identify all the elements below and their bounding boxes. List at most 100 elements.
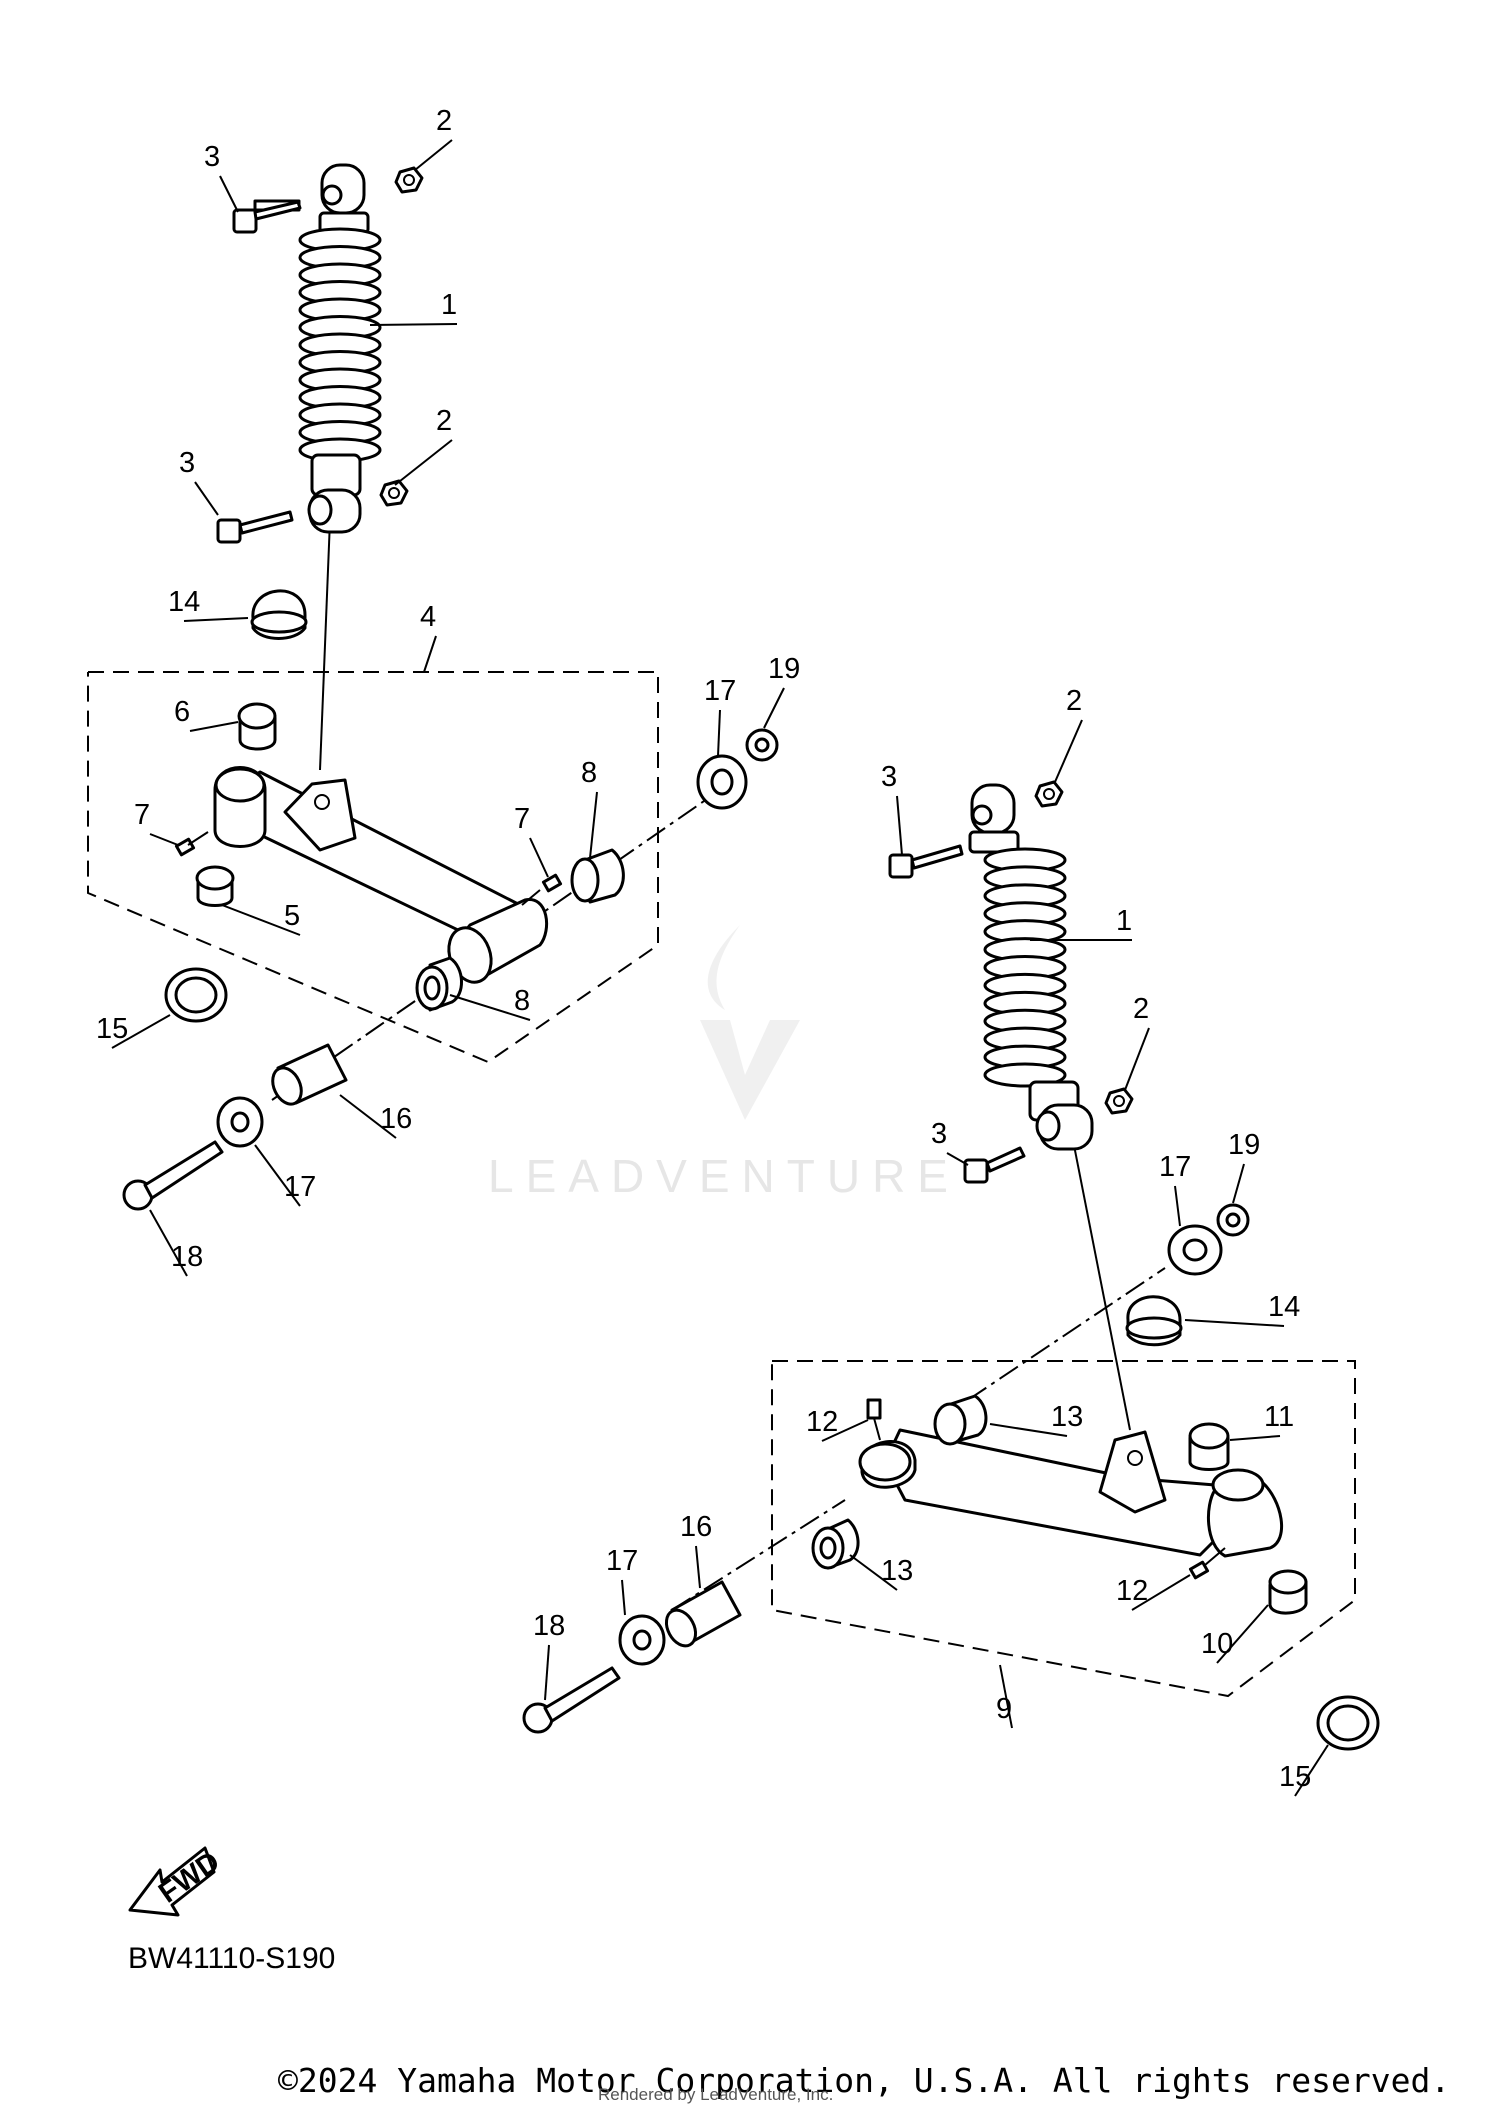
callout-left-3: 3 [179, 447, 195, 479]
bushing-10-right [1268, 1569, 1308, 1615]
leader-line [369, 323, 458, 326]
leader-line [1294, 1744, 1329, 1797]
leader-line [194, 481, 219, 516]
leader-line [394, 439, 453, 486]
callout-right-16: 16 [680, 1511, 712, 1543]
leader-line [717, 709, 721, 757]
leader-line [529, 837, 549, 878]
callout-right-9: 9 [996, 1693, 1012, 1725]
callout-right-2: 2 [1133, 993, 1149, 1025]
bolt-18-left [122, 1140, 224, 1211]
callout-right-12: 12 [806, 1406, 838, 1438]
leader-line [149, 1209, 188, 1277]
callout-right-14: 14 [1268, 1291, 1300, 1323]
callout-left-7: 7 [514, 803, 530, 835]
leader-line [999, 1664, 1013, 1729]
callout-right-2: 2 [1066, 685, 1082, 717]
callout-left-7: 7 [134, 799, 150, 831]
washer-17-upper-left [696, 754, 748, 810]
callout-left-3: 3 [204, 141, 220, 173]
callout-right-10: 10 [1201, 1628, 1233, 1660]
shock-absorber-right [968, 783, 1094, 1151]
collar-16-left [271, 1043, 348, 1106]
bushing-11-right [1188, 1422, 1230, 1471]
callout-right-15: 15 [1279, 1761, 1311, 1793]
leadventure-watermark-logo [700, 925, 800, 1120]
callout-left-16: 16 [380, 1103, 412, 1135]
grease-fitting-7b-left [521, 873, 563, 906]
callout-right-13: 13 [881, 1555, 913, 1587]
callout-left-5: 5 [284, 900, 300, 932]
leader-line [149, 833, 179, 846]
leader-line [695, 1545, 701, 1589]
callout-left-2: 2 [436, 105, 452, 137]
leader-line [1054, 719, 1083, 783]
callout-left-17: 17 [704, 675, 736, 707]
leader-line [989, 1423, 1068, 1437]
leader-line [219, 175, 239, 213]
fwd-arrow-icon: FWD [128, 1846, 226, 1917]
leader-line [221, 904, 301, 936]
washer-17-lower-right [618, 1614, 666, 1666]
bushing-5-left [195, 865, 235, 907]
bolt-3-lower-right [963, 1146, 1026, 1184]
leader-line [189, 721, 239, 732]
diagram-code: BW41110-S190 [128, 1942, 335, 1975]
callout-right-1: 1 [1116, 905, 1132, 937]
leader-line [849, 1554, 898, 1591]
callout-right-17: 17 [606, 1545, 638, 1577]
nut-19-right [1216, 1203, 1250, 1237]
copyright-notice: ©2024 Yamaha Motor Corporation, U.S.A. A… [278, 2061, 1450, 2100]
collar-16-right [664, 1580, 742, 1648]
leader-line [896, 795, 903, 856]
bolt-3-lower-left [216, 510, 294, 544]
leader-line [821, 1419, 869, 1442]
washer-17-upper-right [1167, 1224, 1223, 1276]
leader-line [449, 994, 531, 1021]
callout-right-18: 18 [533, 1610, 565, 1642]
bushing-13-upper-right [933, 1394, 988, 1446]
leader-line [544, 1644, 550, 1701]
nut-2-lower-left [379, 479, 409, 507]
callout-left-15: 15 [96, 1013, 128, 1045]
leader-line [414, 139, 453, 171]
rendered-by-note: Rendered by LeadVenture, Inc. [598, 2085, 833, 2104]
grease-fitting-7a-left [174, 831, 209, 857]
leader-line [1184, 1319, 1285, 1327]
callout-right-19: 19 [1228, 1129, 1260, 1161]
leader-line [183, 617, 249, 622]
bushing-6-left [237, 702, 277, 751]
nut-2-lower-right [1104, 1087, 1134, 1115]
callout-right-17: 17 [1159, 1151, 1191, 1183]
right-assembly [522, 780, 1380, 1751]
callout-right-3: 3 [881, 761, 897, 793]
leader-line [1216, 1604, 1269, 1664]
leader-line [589, 791, 598, 859]
watermark-text: LEADVENTURE [488, 1150, 960, 1202]
nut-2-upper-left [394, 166, 424, 194]
leader-line [339, 1094, 397, 1139]
arm-9-right [858, 1428, 1284, 1558]
callout-right-3: 3 [931, 1118, 947, 1150]
leader-line [621, 1579, 626, 1616]
leader-line [1174, 1185, 1181, 1227]
callout-left-2: 2 [436, 405, 452, 437]
callout-left-17: 17 [284, 1171, 316, 1203]
callout-left-1: 1 [441, 289, 457, 321]
bushing-8-upper-left [570, 848, 625, 904]
seal-15-right [1316, 1695, 1380, 1751]
callout-left-14: 14 [168, 586, 200, 618]
leader-line [111, 1014, 171, 1049]
bump-stop-14-left [250, 589, 308, 640]
washer-17-lower-left [216, 1096, 264, 1148]
shock-absorber-left [298, 163, 382, 534]
fwd-label: FWD [153, 1846, 225, 1910]
leader-line [1232, 1163, 1245, 1204]
leader-line [423, 635, 437, 673]
group-boundary-9 [771, 1360, 1356, 1698]
bushing-8-lower-left [415, 956, 463, 1012]
callout-left-8: 8 [581, 757, 597, 789]
grease-fitting-12-upper-right [866, 1398, 882, 1441]
bump-stop-14-right [1125, 1295, 1183, 1347]
